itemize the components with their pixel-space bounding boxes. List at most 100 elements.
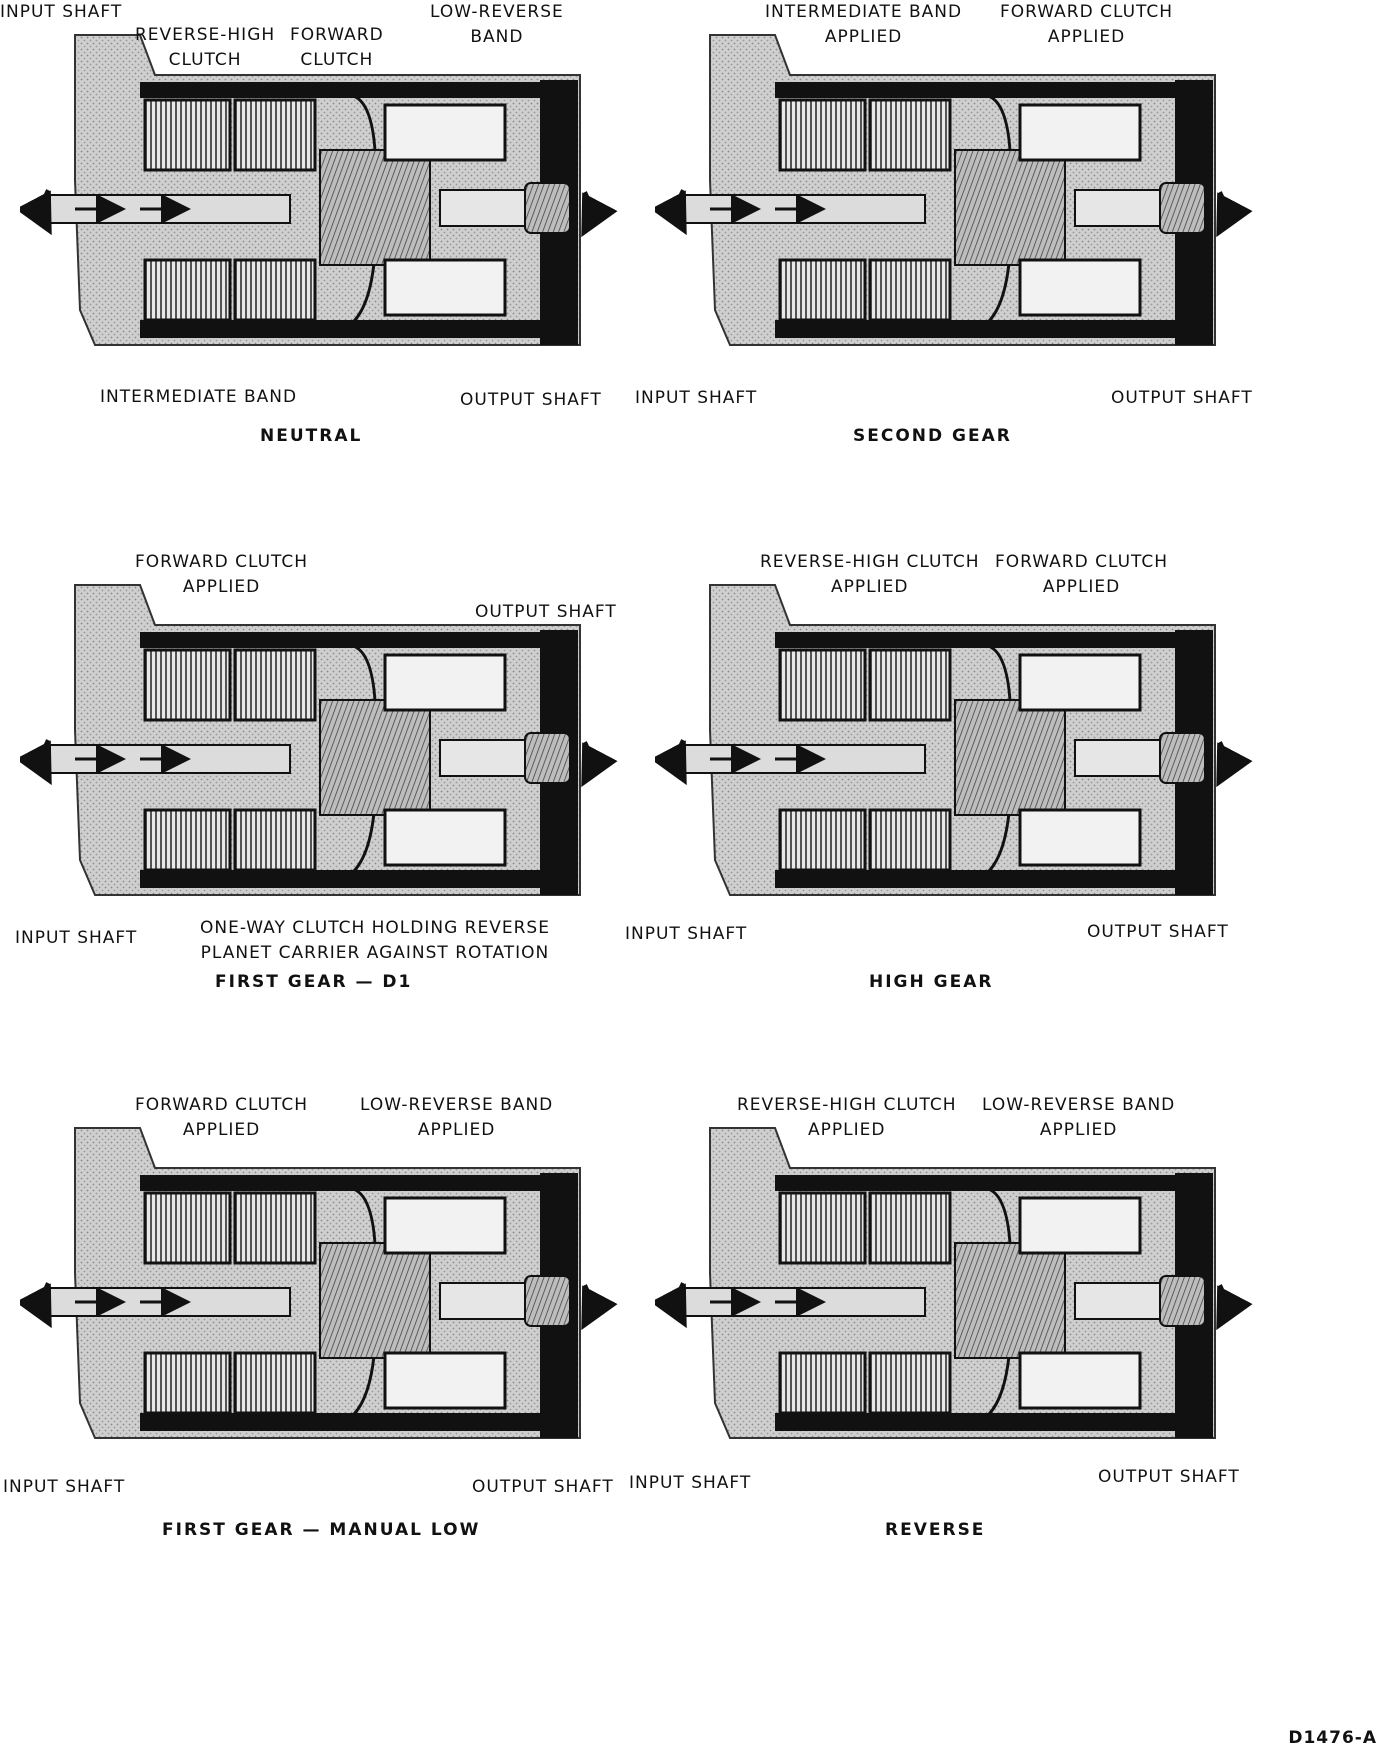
low-reverse-drum-lower [383, 1351, 507, 1410]
low-reverse-drum-lower [1018, 258, 1142, 317]
reverse-high-clutch-lower [778, 258, 867, 322]
forward-clutch-lower [233, 1351, 317, 1415]
planetary-gearset [954, 699, 1066, 816]
case-bottom-wall [775, 320, 1175, 338]
planetary-gearset [954, 1242, 1066, 1359]
case-bottom-wall [140, 320, 540, 338]
low-reverse-drum-lower [383, 258, 507, 317]
output-shaft-spline [1159, 732, 1206, 784]
case-bottom-wall [140, 1413, 540, 1431]
forward-clutch [868, 1191, 952, 1265]
output-rotation-arrow [581, 1284, 618, 1331]
output-shaft-spline [1159, 182, 1206, 234]
reverse-high-clutch-lower [778, 1351, 867, 1415]
output-shaft-spline [524, 1275, 571, 1327]
reverse-high-clutch [143, 98, 232, 172]
label-intermediate-band: INTERMEDIATE BAND [100, 387, 298, 407]
reverse-high-clutch [143, 648, 232, 722]
input-rotation-arrow [20, 1282, 52, 1329]
output-shaft-spline [524, 182, 571, 234]
output-rotation-arrow [581, 191, 618, 238]
low-reverse-drum [383, 103, 507, 162]
forward-clutch-lower [868, 1351, 952, 1415]
reverse-high-clutch-lower [778, 808, 867, 872]
output-shaft-spline [524, 732, 571, 784]
planetary-gearset [319, 149, 431, 266]
input-rotation-arrow [655, 739, 687, 786]
transmission-cutaway [20, 584, 618, 896]
reverse-high-clutch-lower [143, 808, 232, 872]
transmission-cutaway [655, 584, 1253, 896]
panel-title: HIGH GEAR [869, 972, 994, 992]
input-rotation-arrow [655, 189, 687, 236]
label-input-shaft: INPUT SHAFT [15, 928, 138, 948]
case-bottom-wall [775, 870, 1175, 888]
low-reverse-drum-lower [383, 808, 507, 867]
reverse-high-clutch-lower [143, 1351, 232, 1415]
label-input-shaft: INPUT SHAFT [0, 2, 123, 22]
low-reverse-drum [383, 1196, 507, 1255]
label-output-shaft: OUTPUT SHAFT [1087, 922, 1229, 942]
reverse-high-clutch-lower [143, 258, 232, 322]
low-reverse-drum [1018, 653, 1142, 712]
forward-clutch-lower [868, 808, 952, 872]
label-output-shaft: OUTPUT SHAFT [475, 602, 617, 622]
planetary-gearset [319, 1242, 431, 1359]
input-rotation-arrow [20, 189, 52, 236]
low-reverse-drum-lower [1018, 1351, 1142, 1410]
forward-clutch-lower [868, 258, 952, 322]
forward-clutch [868, 98, 952, 172]
output-rotation-arrow [581, 741, 618, 788]
reverse-high-clutch [143, 1191, 232, 1265]
output-shaft-spline [1159, 1275, 1206, 1327]
case-bottom-wall [140, 870, 540, 888]
output-rotation-arrow [1216, 741, 1253, 788]
label-output-shaft: OUTPUT SHAFT [472, 1477, 614, 1497]
low-reverse-drum [383, 653, 507, 712]
forward-clutch [233, 1191, 317, 1265]
input-rotation-arrow [655, 1282, 687, 1329]
label-input-shaft: INPUT SHAFT [625, 924, 748, 944]
label-input-shaft: INPUT SHAFT [635, 388, 758, 408]
transmission-cutaway [655, 34, 1253, 346]
transmission-cutaway [655, 1127, 1253, 1439]
forward-clutch-lower [233, 808, 317, 872]
output-rotation-arrow [1216, 1284, 1253, 1331]
low-reverse-drum [1018, 103, 1142, 162]
figure-code: D1476-A [1288, 1728, 1377, 1748]
low-reverse-drum [1018, 1196, 1142, 1255]
label-input-shaft: INPUT SHAFT [629, 1473, 752, 1493]
panel-title: REVERSE [885, 1520, 986, 1540]
label-output-shaft: OUTPUT SHAFT [1098, 1467, 1240, 1487]
forward-clutch-lower [233, 258, 317, 322]
planetary-gearset [319, 699, 431, 816]
forward-clutch [868, 648, 952, 722]
forward-clutch [233, 98, 317, 172]
output-rotation-arrow [1216, 191, 1253, 238]
panel-title: NEUTRAL [260, 426, 363, 446]
panel-title: FIRST GEAR — D1 [215, 972, 413, 992]
low-reverse-drum-lower [1018, 808, 1142, 867]
reverse-high-clutch [778, 1191, 867, 1265]
reverse-high-clutch [778, 648, 867, 722]
label-output-shaft: OUTPUT SHAFT [460, 390, 602, 410]
panel-title: FIRST GEAR — MANUAL LOW [162, 1520, 481, 1540]
